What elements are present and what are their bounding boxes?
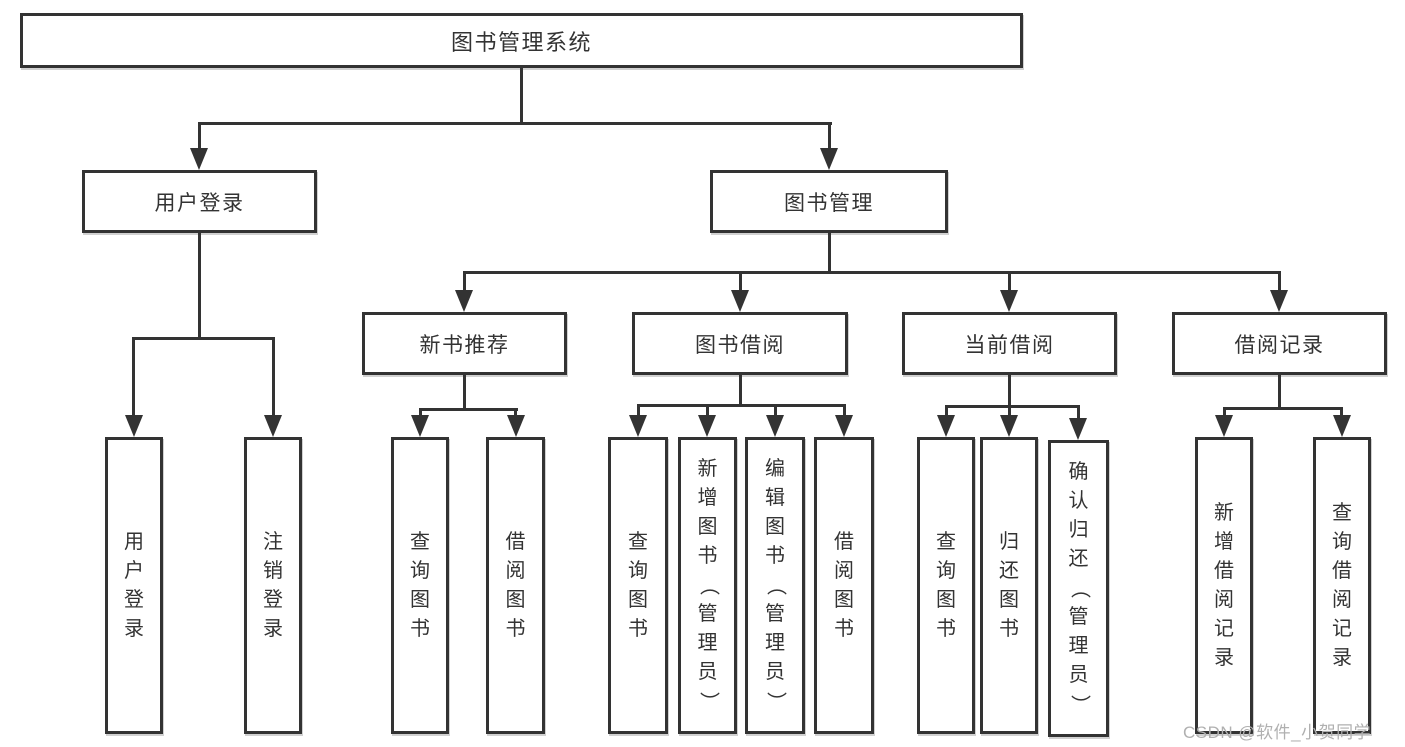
edge-newbook-hbar (419, 408, 518, 411)
edge-currentborrow-stem (1008, 375, 1011, 408)
leaf-edit-book-admin: 编辑图书（管理员） (745, 437, 805, 734)
leaf-query-books-recommend: 查询图书 (391, 437, 449, 734)
node-root-label: 图书管理系统 (450, 29, 592, 55)
node-new-book-recommend: 新书推荐 (362, 312, 567, 375)
leaf-return-books: 归还图书 (980, 437, 1038, 734)
edge-records-hbar (1223, 407, 1343, 410)
edge-currentborrow-branch-2 (1008, 405, 1011, 421)
leaf-borrow-books-recommend: 借阅图书 (486, 437, 545, 734)
node-label: 注销登录 (263, 530, 283, 640)
arrow-down-icon (1333, 415, 1351, 437)
arrow-down-icon (411, 415, 429, 437)
edge-userlogin-hbar (132, 337, 275, 340)
node-label: 图书借阅 (695, 333, 785, 357)
node-root: 图书管理系统 (20, 13, 1023, 68)
arrow-down-icon (1215, 415, 1233, 437)
node-label: 新书推荐 (419, 333, 510, 357)
node-label: 用户登录 (124, 530, 144, 640)
edge-bookborrow-branch-3 (774, 404, 777, 421)
node-label: 图书管理 (784, 191, 874, 215)
node-book-mgmt-group: 图书管理 (710, 170, 948, 233)
edge-currentborrow-branch-3 (1077, 405, 1080, 421)
edge-bookmgmt-stem (828, 233, 831, 274)
node-label: 编辑图书（管理员） (764, 458, 787, 712)
edge-bookmgmt-branch-1 (463, 271, 466, 294)
edge-bookmgmt-hbar (463, 271, 1281, 274)
edge-records-stem (1278, 375, 1281, 410)
leaf-query-borrow-record: 查询借阅记录 (1313, 437, 1371, 734)
edge-bookmgmt-branch-4 (1278, 271, 1281, 294)
arrow-down-icon (820, 148, 838, 170)
leaf-confirm-return-admin: 确认归还（管理员） (1048, 440, 1109, 737)
node-label: 新增图书（管理员） (697, 458, 719, 712)
arrow-down-icon (1069, 418, 1087, 440)
node-book-borrow: 图书借阅 (632, 312, 848, 375)
edge-userlogin-stem (198, 233, 201, 340)
leaf-query-books-current: 查询图书 (917, 437, 975, 734)
node-label: 当前借阅 (964, 333, 1055, 357)
arrow-down-icon (766, 415, 784, 437)
edge-bookmgmt-branch-2 (739, 271, 742, 294)
leaf-borrow-books-borrow: 借阅图书 (814, 437, 874, 734)
edge-newbook-branch-1 (419, 408, 422, 421)
edge-bookborrow-stem (739, 375, 742, 407)
node-label: 查询图书 (410, 530, 430, 640)
edge-root-branch-left (198, 122, 201, 152)
node-label: 查询借阅记录 (1332, 501, 1352, 669)
edge-root-branch-right (828, 122, 831, 152)
arrow-down-icon (455, 290, 473, 312)
arrow-down-icon (1000, 290, 1018, 312)
edge-records-branch-2 (1340, 407, 1343, 421)
node-label: 新增借阅记录 (1214, 501, 1234, 669)
node-label: 借阅记录 (1234, 333, 1325, 357)
arrow-down-icon (698, 415, 716, 437)
node-label: 借阅图书 (834, 530, 854, 640)
arrow-down-icon (937, 415, 955, 437)
watermark: CSDN @软件_小贺同学 (1183, 723, 1372, 742)
node-user-login-group: 用户登录 (82, 170, 317, 233)
edge-currentborrow-branch-1 (945, 405, 948, 421)
edge-newbook-stem (463, 375, 466, 411)
arrow-down-icon (835, 415, 853, 437)
edge-records-branch-1 (1223, 407, 1226, 421)
edge-root-hbar (198, 122, 832, 125)
node-current-borrow: 当前借阅 (902, 312, 1117, 375)
arrow-down-icon (1000, 415, 1018, 437)
edge-bookborrow-hbar (637, 404, 846, 407)
leaf-logout: 注销登录 (244, 437, 302, 734)
leaf-user-login: 用户登录 (105, 437, 163, 734)
node-label: 归还图书 (999, 530, 1019, 640)
node-label: 查询图书 (936, 530, 956, 640)
arrow-down-icon (629, 415, 647, 437)
edge-root-stem (520, 68, 523, 125)
edge-currentborrow-hbar (945, 405, 1080, 408)
leaf-query-books-borrow: 查询图书 (608, 437, 668, 734)
arrow-down-icon (190, 148, 208, 170)
edge-userlogin-branch-1 (132, 337, 135, 421)
arrow-down-icon (507, 415, 525, 437)
edge-newbook-branch-2 (514, 408, 517, 421)
arrow-down-icon (264, 415, 282, 437)
arrow-down-icon (731, 290, 749, 312)
edge-bookborrow-branch-2 (706, 404, 709, 421)
leaf-add-borrow-record: 新增借阅记录 (1195, 437, 1253, 734)
edge-bookmgmt-branch-3 (1008, 271, 1011, 294)
edge-userlogin-branch-2 (272, 337, 275, 421)
node-label: 查询图书 (628, 530, 648, 640)
node-label: 确认归还（管理员） (1068, 461, 1090, 715)
edge-bookborrow-branch-4 (843, 404, 846, 421)
arrow-down-icon (125, 415, 143, 437)
arrow-down-icon (1270, 290, 1288, 312)
leaf-add-book-admin: 新增图书（管理员） (678, 437, 737, 734)
node-borrow-records: 借阅记录 (1172, 312, 1387, 375)
node-label: 借阅图书 (505, 530, 526, 640)
node-label: 用户登录 (154, 191, 245, 215)
edge-bookborrow-branch-1 (637, 404, 640, 421)
